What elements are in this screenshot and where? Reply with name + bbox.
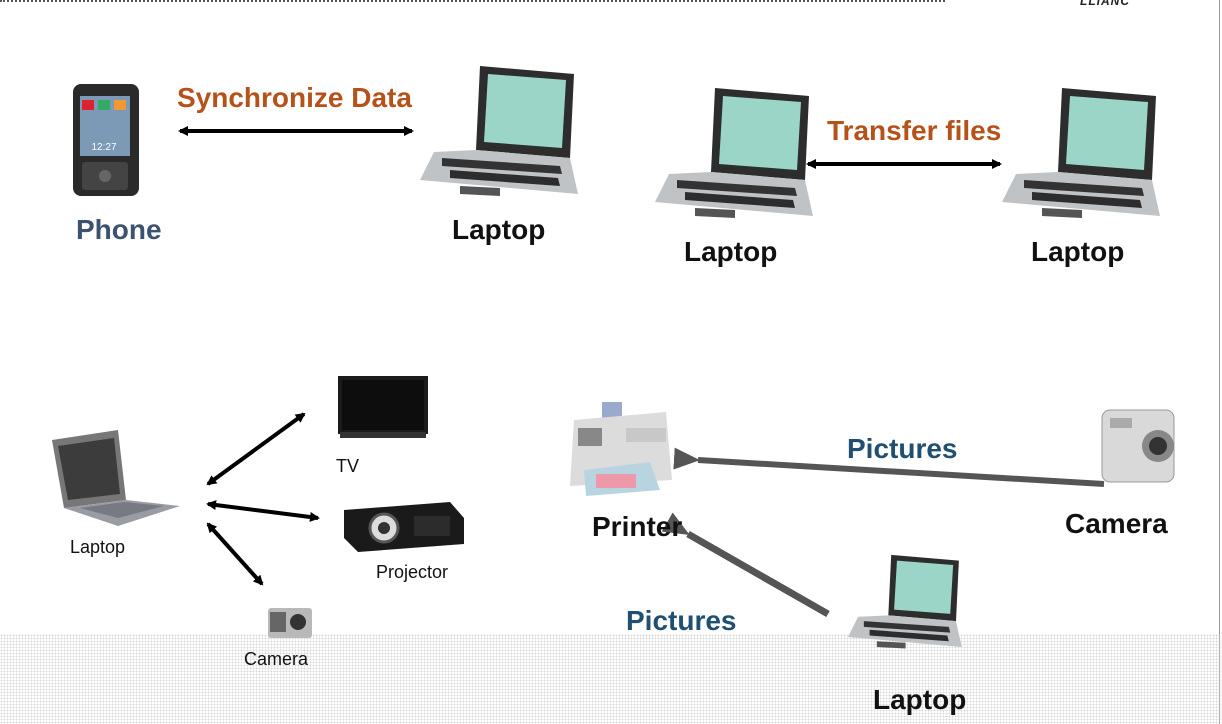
tv-icon [338,376,428,438]
printer-label: Printer [592,511,683,542]
phone-label: Phone [76,214,162,245]
pictures-label-laptop: Pictures [626,605,737,636]
tv-label: TV [336,456,360,476]
laptop-label-transfer-b: Laptop [1031,236,1125,267]
pictures-label-camera: Pictures [847,433,958,464]
sync-data-label: Synchronize Data [177,82,412,113]
printer-icon [570,402,672,496]
projector-icon [344,502,464,552]
laptop-camera-arrow [206,522,264,586]
bottom-dot-pattern [0,634,1222,724]
laptop-icon-print [848,554,962,649]
laptop-tv-arrow [206,412,306,486]
laptop-icon-hub [52,430,180,526]
laptop-label-transfer-a: Laptop [684,236,778,267]
camera-icon-large [1101,409,1175,483]
top-dotted-rule [0,0,945,4]
projector-label: Projector [376,562,449,582]
transfer-files-label: Transfer files [827,115,1002,146]
camera-small-label: Camera [244,649,309,669]
camera-printer-arrow [673,447,1105,487]
laptop-icon-transfer-a [655,88,813,218]
right-border [1219,0,1220,724]
corner-logo: LLIANC [1080,0,1130,8]
laptop-printer-arrow [661,512,830,618]
svg-text:12:27: 12:27 [91,142,116,153]
camera-label: Camera [1065,508,1168,539]
laptop-projector-arrow [206,500,320,522]
camera-icon-small [268,608,312,638]
laptop-label-print: Laptop [873,684,967,715]
laptop-icon-transfer-b [1002,88,1160,218]
laptop-icon-top [420,66,578,196]
phone-icon: 12:27 [73,84,139,196]
laptop-label-sync: Laptop [452,214,546,245]
hub-laptop-label: Laptop [70,537,126,557]
